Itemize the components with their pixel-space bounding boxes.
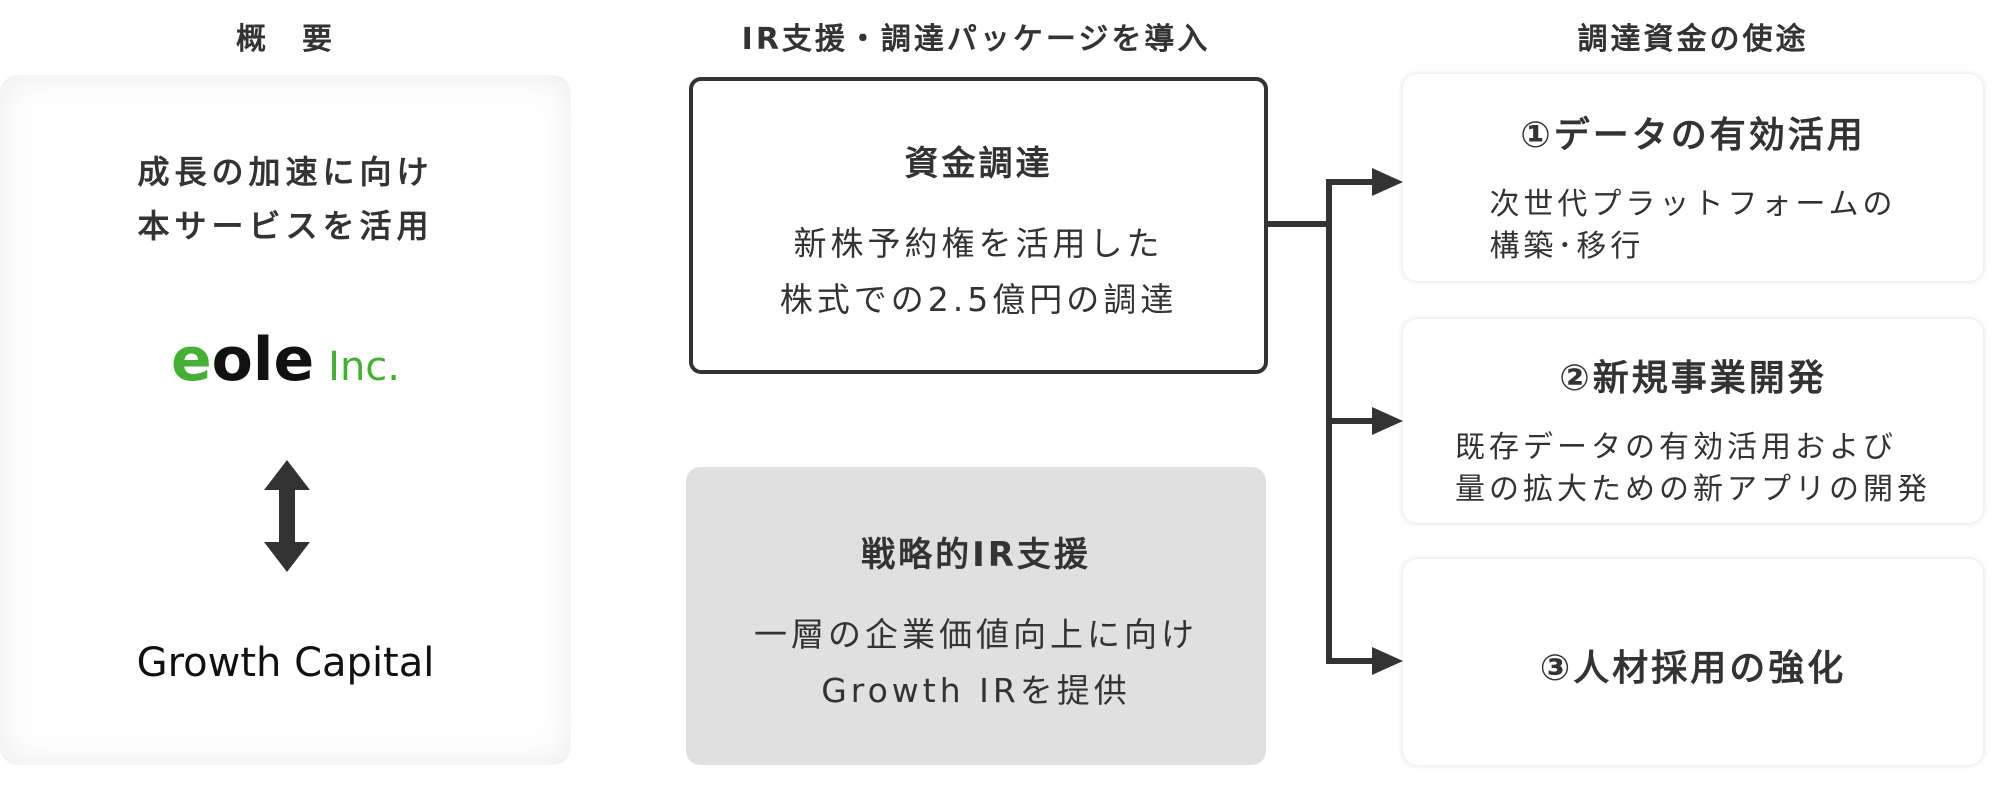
- use-line: 量の拡大ための新アプリの開発: [1455, 472, 1931, 507]
- use-box-1: ①データの有効活用 次世代プラットフォームの 構築･移行: [1403, 74, 1983, 281]
- ir-support-title: 戦略的IR支援: [861, 535, 1091, 575]
- overview-heading: 概 要: [236, 22, 335, 57]
- ir-support-line: 一層の企業価値向上に向け: [754, 615, 1198, 654]
- use-line: 次世代プラットフォームの: [1489, 187, 1897, 222]
- ir-support-body: 一層の企業価値向上に向け Growth IRを提供: [686, 607, 1266, 719]
- use-box-3: ③人材採用の強化: [1403, 559, 1983, 765]
- funding-line: 新株予約権を活用した: [793, 224, 1164, 263]
- ir-support-box: 戦略的IR支援 一層の企業価値向上に向け Growth IRを提供: [686, 467, 1266, 765]
- use-title: ②新規事業開発: [1559, 358, 1827, 399]
- funding-body: 新株予約権を活用した 株式での2.5億円の調達: [693, 216, 1264, 328]
- arrow-head-icon: [1372, 407, 1403, 435]
- overview-line: 成長の加速に向け: [137, 153, 434, 191]
- use-body: 次世代プラットフォームの 構築･移行: [1403, 184, 1983, 268]
- package-heading: IR支援・調達パッケージを導入: [741, 22, 1211, 57]
- overview-line: 本サービスを活用: [137, 207, 434, 245]
- use-title: ③人材採用の強化: [1539, 648, 1847, 689]
- use-box-2: ②新規事業開発 既存データの有効活用および 量の拡大ための新アプリの開発: [1403, 319, 1983, 523]
- use-title: ①データの有効活用: [1520, 115, 1866, 156]
- use-line: 既存データの有効活用および: [1455, 430, 1897, 465]
- funding-title: 資金調達: [904, 144, 1053, 184]
- growth-capital-logo: Growth Capital: [136, 640, 435, 686]
- overview-text: 成長の加速に向け 本サービスを活用: [0, 145, 571, 253]
- funding-box: 資金調達 新株予約権を活用した 株式での2.5億円の調達: [689, 77, 1268, 374]
- double-arrow-icon: [264, 460, 310, 572]
- arrow-head-icon: [1372, 647, 1403, 675]
- connector-lines: [1266, 168, 1403, 675]
- ir-support-line: Growth IRを提供: [821, 671, 1131, 710]
- funding-line: 株式での2.5億円の調達: [779, 280, 1178, 319]
- arrow-head-icon: [1372, 168, 1403, 196]
- use-of-funds-heading: 調達資金の使途: [1577, 22, 1809, 57]
- use-line: 構築･移行: [1489, 229, 1645, 264]
- use-body: 既存データの有効活用および 量の拡大ための新アプリの開発: [1403, 427, 1983, 511]
